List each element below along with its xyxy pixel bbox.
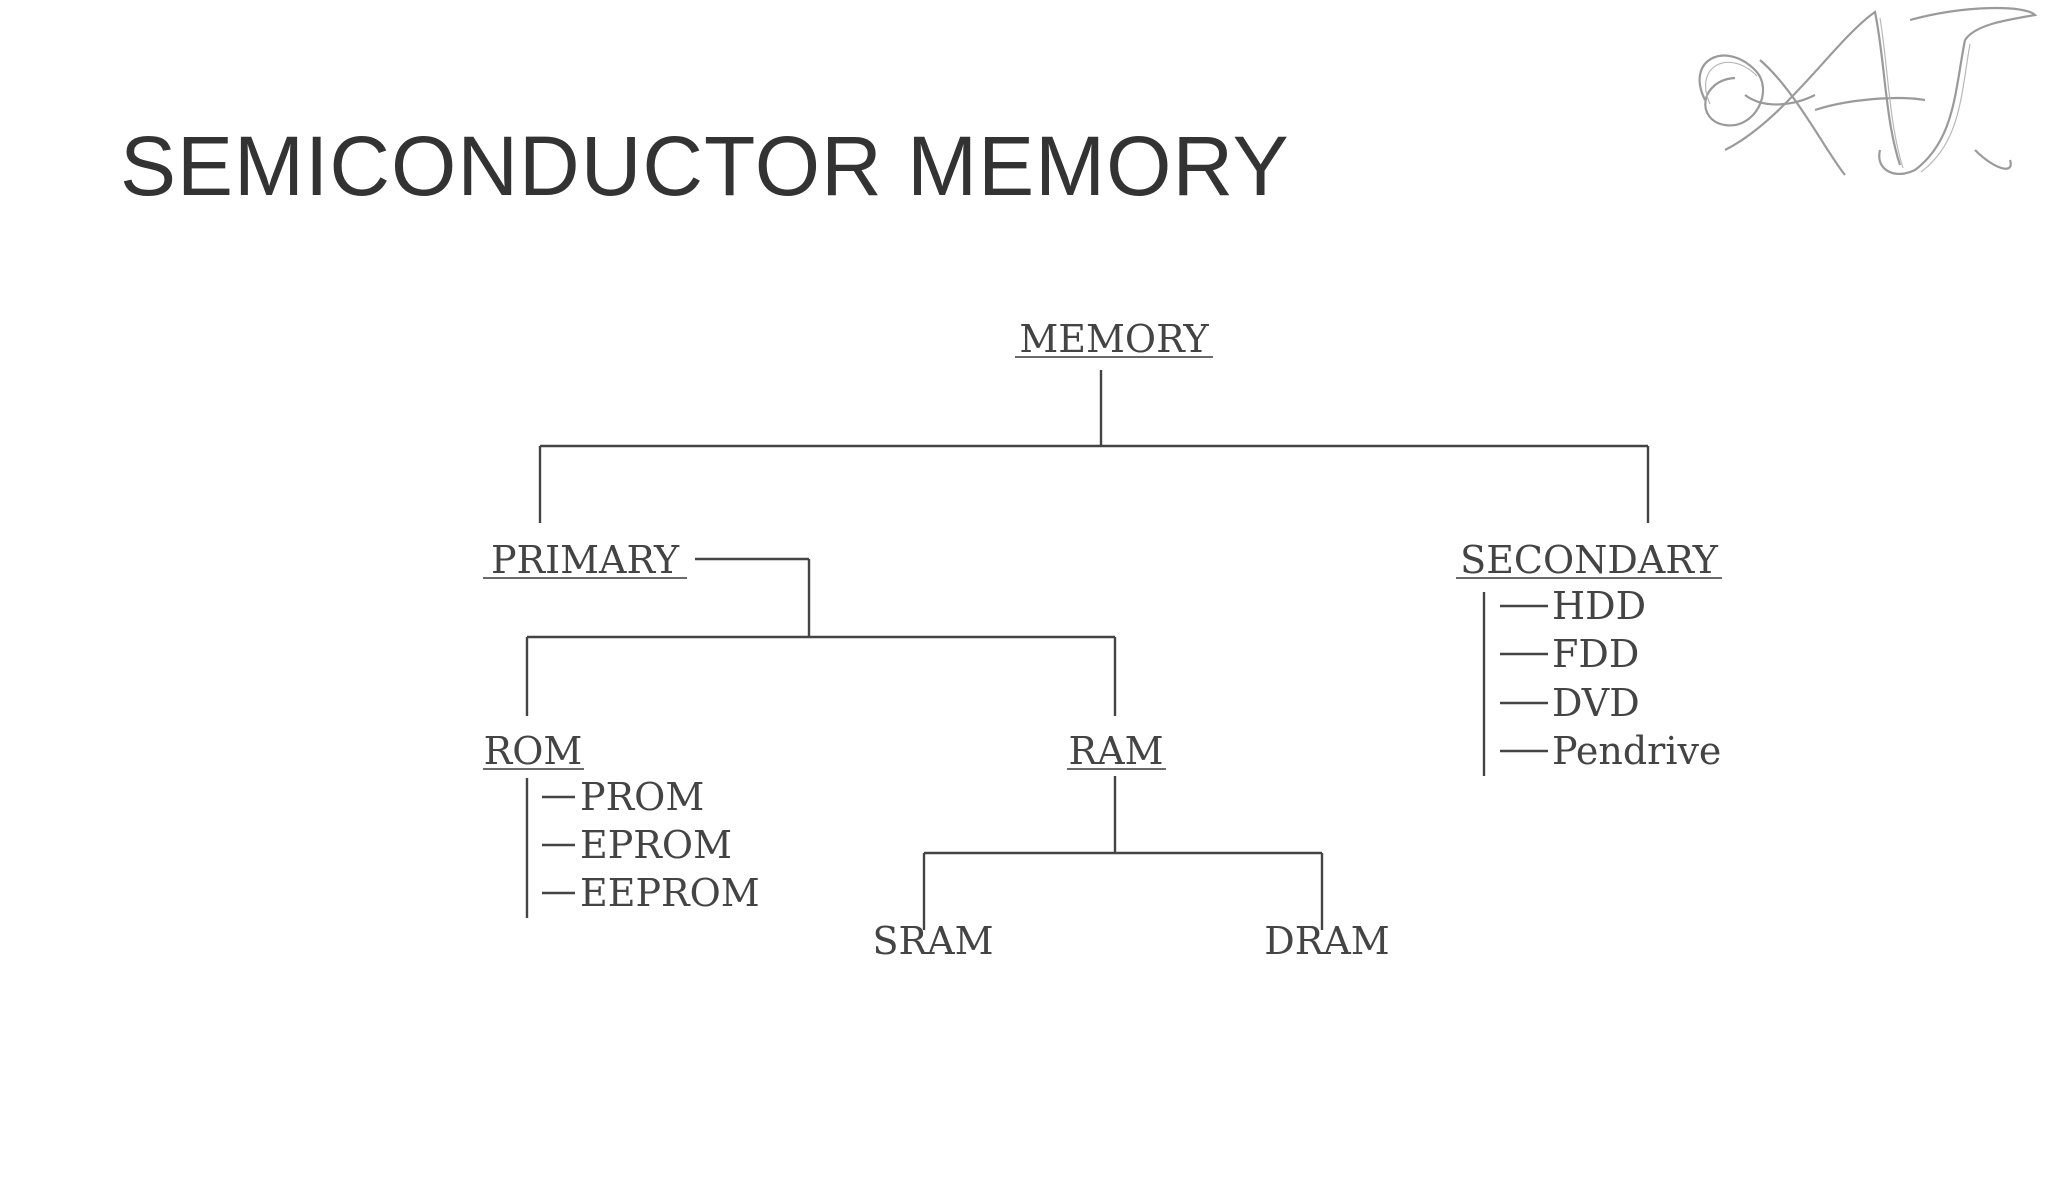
node-ram: RAM	[1069, 729, 1164, 773]
rom-list-item-prom: PROM	[580, 775, 704, 819]
secondary-list-item-fdd: FDD	[1552, 632, 1639, 676]
node-dram: DRAM	[1264, 919, 1389, 963]
node-rom: ROM	[484, 729, 583, 773]
rom-list-item-eprom: EPROM	[580, 823, 732, 867]
secondary-list-item-hdd: HDD	[1552, 584, 1646, 628]
node-sram: SRAM	[873, 919, 994, 963]
node-secondary: SECONDARY	[1460, 538, 1719, 582]
secondary-list-item-dvd: DVD	[1552, 681, 1640, 725]
rom-list-item-eeprom: EEPROM	[580, 871, 760, 915]
tree-nodes: MEMORY PRIMARY SECONDARY ROM RAM SRAM DR…	[483, 317, 1722, 963]
slide-title: SEMICONDUCTOR MEMORY	[120, 119, 1290, 213]
node-primary: PRIMARY	[491, 538, 680, 582]
node-memory: MEMORY	[1019, 317, 1209, 361]
secondary-list-item-pendrive: Pendrive	[1552, 729, 1721, 773]
aj-monogram-logo	[1698, 6, 2038, 176]
tree-connectors	[525, 370, 1650, 930]
